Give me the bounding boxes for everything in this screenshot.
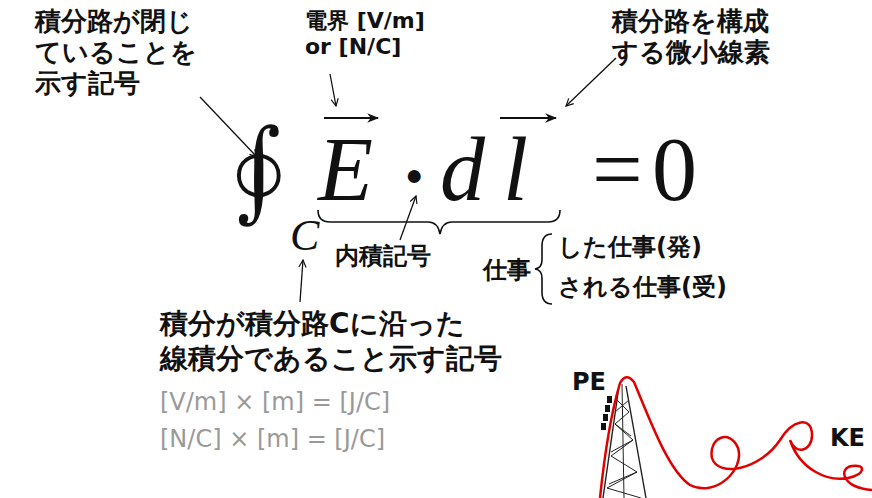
roller-coaster: [600, 377, 872, 498]
line-element-symbol: l: [503, 125, 528, 215]
unit-note: [N/C] × [m] = [J/C]: [160, 425, 385, 454]
annotation-text: した仕事(発): [558, 233, 702, 262]
differential-symbol: d: [440, 125, 485, 215]
leader-line: [400, 196, 416, 240]
annotation-text: 仕事: [483, 256, 531, 285]
vector-arrow: [500, 117, 556, 119]
field-symbol: E: [318, 125, 373, 215]
leader-line: [300, 260, 303, 302]
path-symbol: C: [290, 214, 319, 258]
annotation-text: される仕事(受): [558, 273, 727, 302]
leader-line: [330, 74, 336, 106]
vector-arrow: [324, 117, 378, 119]
zero-value: 0: [652, 125, 697, 215]
contour-integral-symbol: ∮: [225, 118, 292, 228]
annotation-text: 積分路が閉じ ていることを 示す記号: [35, 6, 210, 100]
unit-note: [V/m] × [m] = [J/C]: [160, 388, 390, 417]
annotation-text: 内積記号: [335, 242, 431, 271]
equals-sign: =: [592, 125, 643, 215]
annotation-text: 電界 [V/m] or [N/C]: [305, 8, 430, 61]
leader-line: [566, 58, 616, 106]
annotation-text: 積分が積分路Cに沿った 線積分であること示す記号: [160, 306, 515, 376]
energy-label: PE: [572, 368, 606, 397]
energy-label: KE: [830, 424, 865, 453]
dot-product-symbol: ●: [405, 160, 423, 190]
annotation-text: 積分路を構成 する微小線素: [612, 6, 790, 68]
curly-brace: [535, 234, 552, 304]
